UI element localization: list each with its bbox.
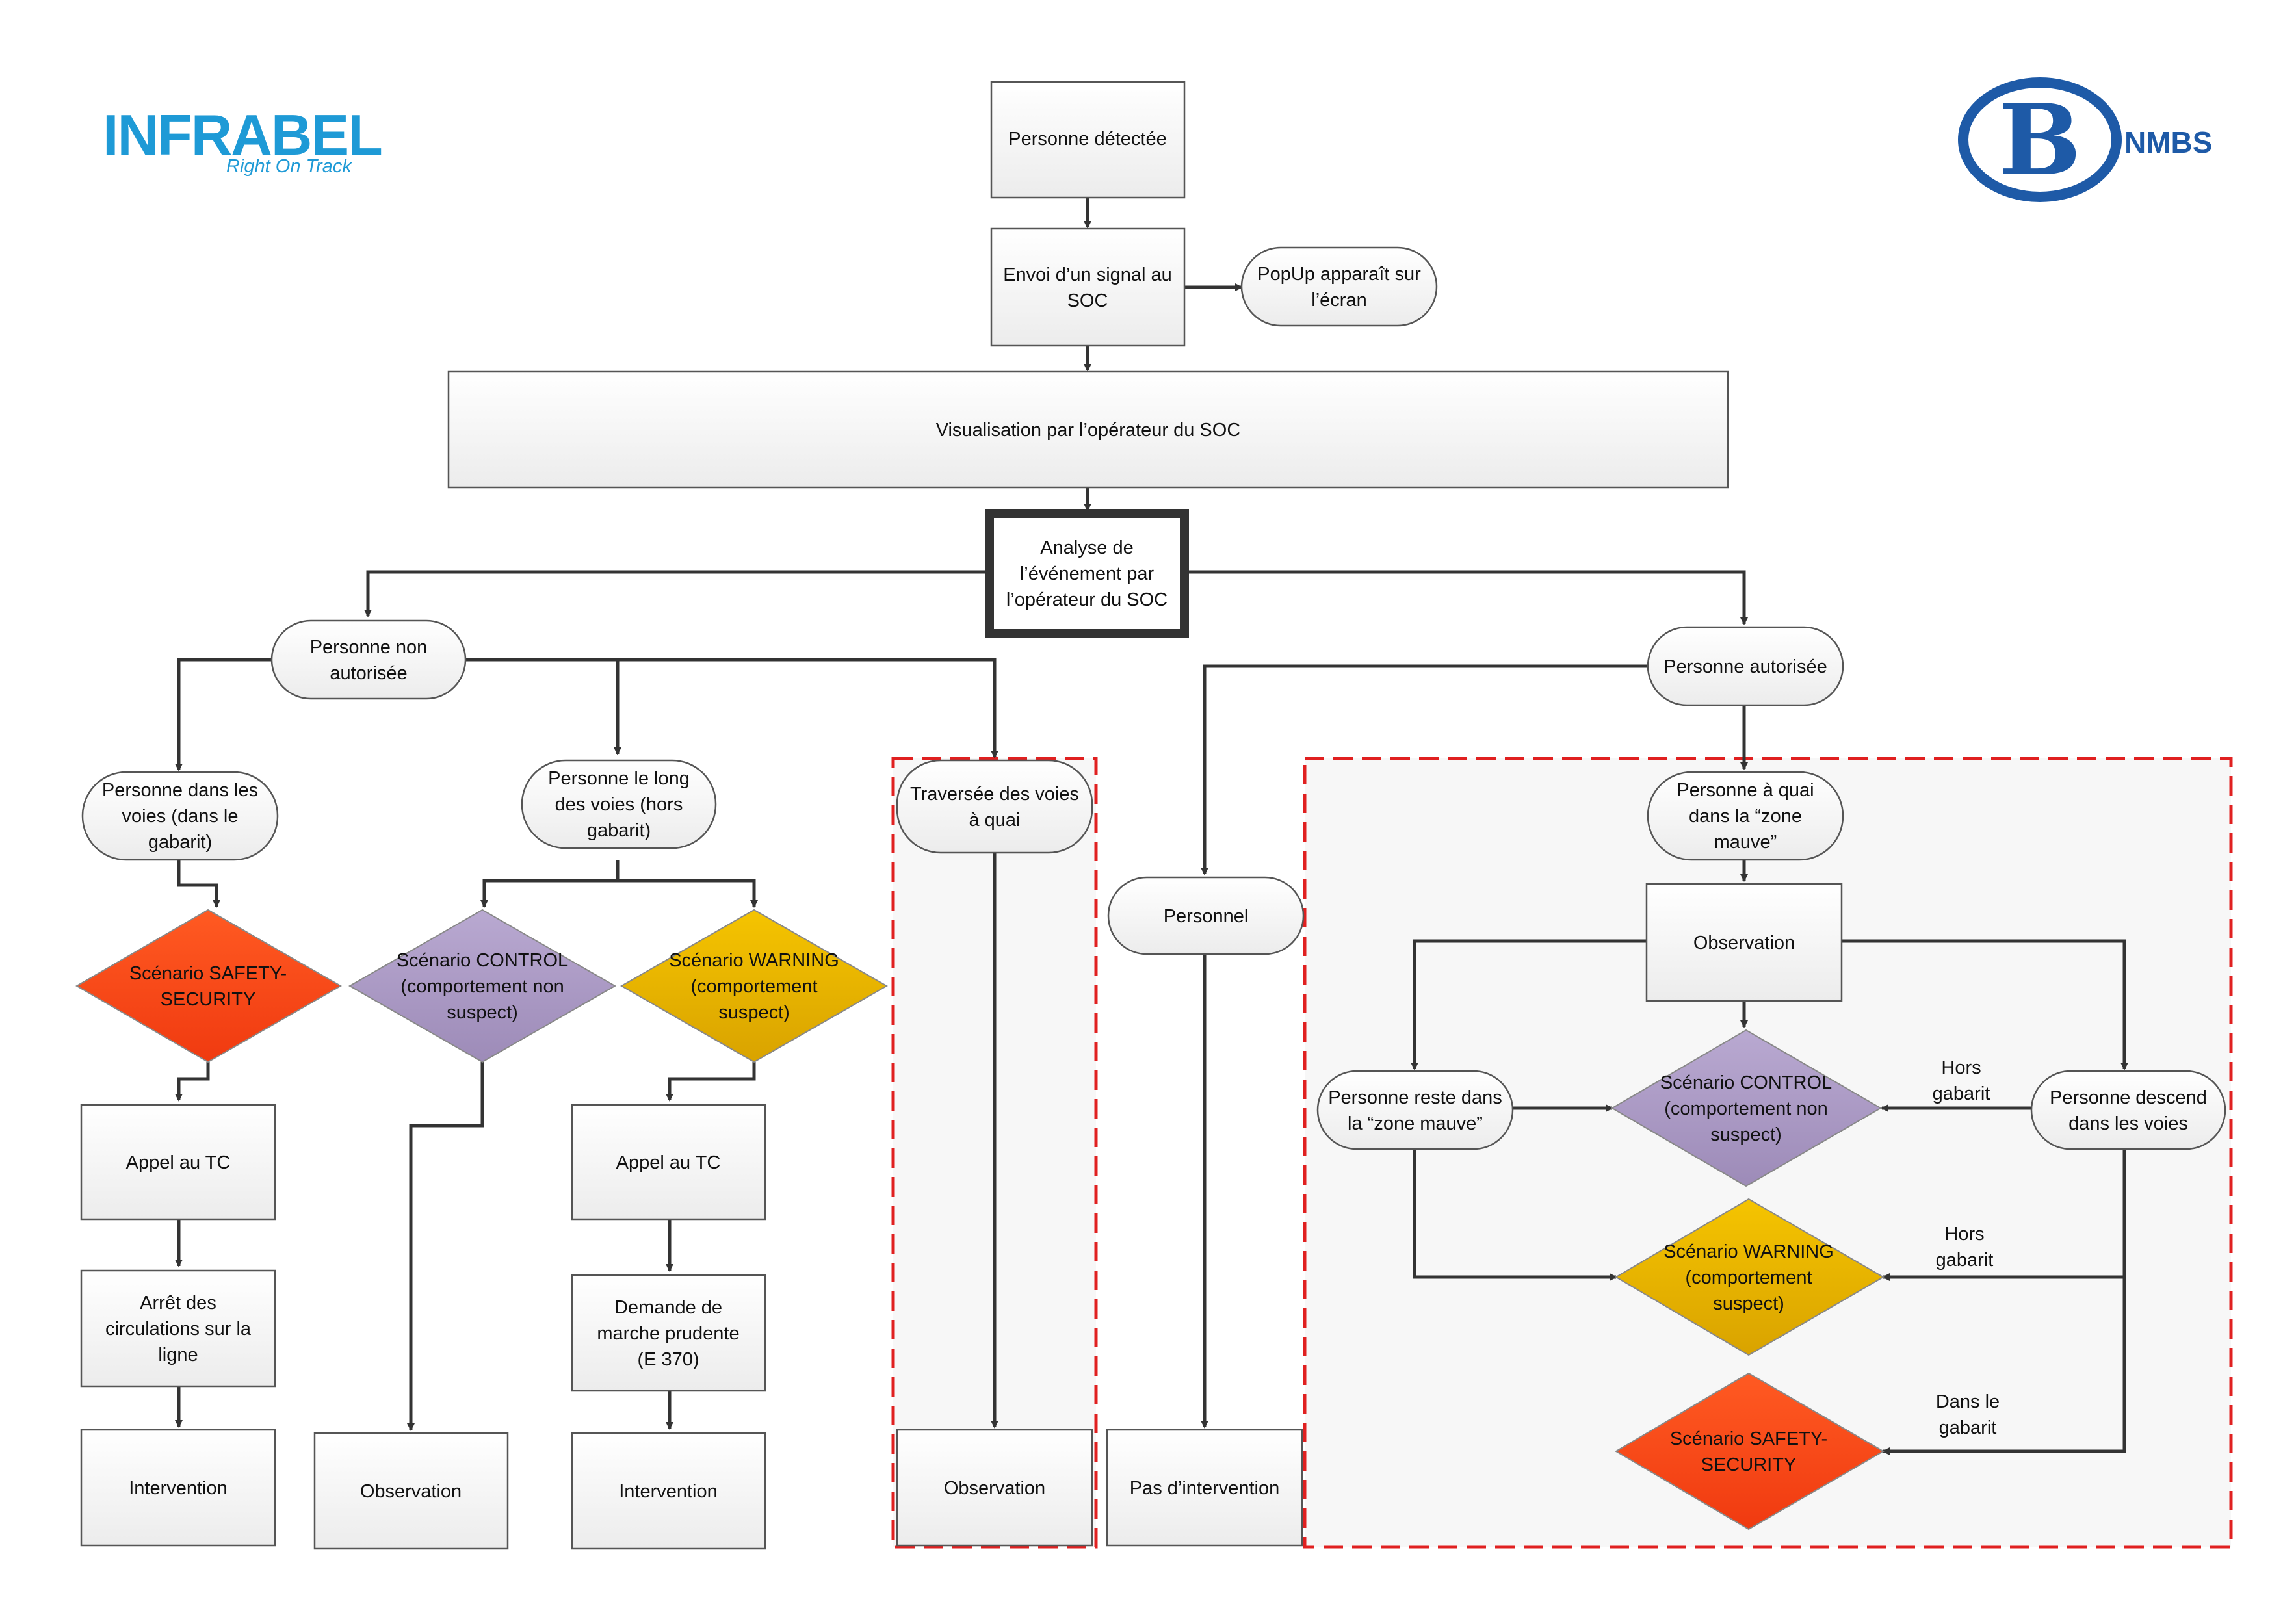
node-quai-pill (1647, 771, 1844, 861)
edge-dansvoies-safety (177, 860, 220, 908)
edge-longvoies-control (480, 860, 620, 908)
node-pas-intervention-box (1106, 1429, 1303, 1547)
nmbs-logo-letter: B (1999, 83, 2081, 198)
node-observation-right-label: Observation (1693, 933, 1795, 953)
node-control-left-diamond (348, 909, 617, 1063)
node-analyse-box (985, 509, 1189, 638)
node-intervention-1-box (80, 1429, 276, 1547)
node-popup-pill (1240, 246, 1438, 327)
edge-warning-appel (666, 1062, 756, 1102)
nmbs-logo-text: NMBS (2124, 125, 2212, 159)
node-appel-tc-1-box (80, 1104, 276, 1221)
edge-longvoies-warning (618, 879, 758, 908)
node-visualisation-box (447, 370, 1729, 489)
node-appel-tc-2-label: Appel au TC (616, 1152, 721, 1173)
node-observation-2-label: Observation (944, 1478, 1045, 1499)
nmbs-logo: B NMBS (1958, 77, 2212, 202)
edge-safety-appel (175, 1062, 210, 1102)
node-safety-right-label: Scénario SAFETY-SECURITY (1670, 1429, 1827, 1475)
edge-nonaut-traversee (465, 658, 998, 758)
node-intervention-1-label: Intervention (129, 1478, 228, 1499)
edge-aut-personnel (1201, 664, 1648, 875)
node-autorisee-pill (1647, 626, 1844, 706)
edge-observation-reste (1411, 939, 1647, 1070)
edge-nonaut-dans-voies (175, 658, 273, 771)
node-demande-box (571, 1274, 766, 1392)
connectors (175, 195, 2128, 1455)
node-long-voies-pill (521, 759, 717, 849)
node-observation-1-label: Observation (360, 1481, 462, 1502)
node-envoi-signal-box (990, 227, 1186, 347)
node-visualisation-label: Visualisation par l’opérateur du SOC (936, 420, 1241, 441)
nmbs-logo-ring (1958, 77, 2122, 202)
node-personnel-label: Personnel (1164, 906, 1249, 927)
infrabel-logo-text: INFRABEL (103, 103, 382, 167)
node-dans-voies-pill (81, 771, 279, 861)
node-pas-intervention-label: Pas d’intervention (1130, 1478, 1280, 1499)
diamonds (75, 909, 1885, 1531)
node-observation-2-box (896, 1429, 1093, 1547)
node-personnel-pill (1107, 876, 1305, 955)
node-arret-box (80, 1269, 276, 1388)
node-autorisee-label: Personne autorisée (1663, 656, 1827, 677)
node-personne-detectee-box (990, 81, 1186, 199)
edge-analyse-non-autorisee (364, 570, 988, 617)
node-warning-left-diamond (620, 909, 889, 1063)
infrabel-tagline: Right On Track (226, 156, 352, 177)
edge-control-observation (407, 1062, 484, 1431)
node-observation-right-box (1645, 883, 1843, 1002)
node-descend-pill (2030, 1070, 2226, 1150)
boxes (80, 81, 1843, 1550)
node-appel-tc-1-label: Appel au TC (126, 1152, 231, 1173)
node-intervention-2-box (571, 1432, 766, 1550)
edge-reste-warning (1413, 1149, 1617, 1281)
edge-analyse-autorisee (1187, 570, 1748, 625)
edge-nonaut-long-voies (465, 658, 621, 755)
node-non-autorisee-pill (270, 619, 467, 700)
node-safety-left-diamond (75, 909, 343, 1063)
node-safety-left-label: Scénario SAFETY-SECURITY (129, 963, 287, 1010)
edge-observation-descend (1842, 939, 2128, 1070)
node-control-right-diamond (1611, 1029, 1882, 1187)
node-reste-pill (1316, 1070, 1514, 1150)
node-observation-1-box (313, 1432, 509, 1550)
infrabel-logo: INFRABEL Right On Track (103, 103, 383, 177)
node-intervention-2-label: Intervention (619, 1481, 718, 1502)
node-appel-tc-2-box (571, 1104, 766, 1221)
node-safety-right-diamond (1615, 1372, 1885, 1531)
edge-descend-safety (1882, 1277, 2126, 1455)
pills (81, 246, 2226, 1150)
node-personne-detectee-label: Personne détectée (1008, 129, 1166, 149)
node-warning-right-diamond (1615, 1198, 1885, 1356)
node-traversee-pill (896, 759, 1093, 854)
